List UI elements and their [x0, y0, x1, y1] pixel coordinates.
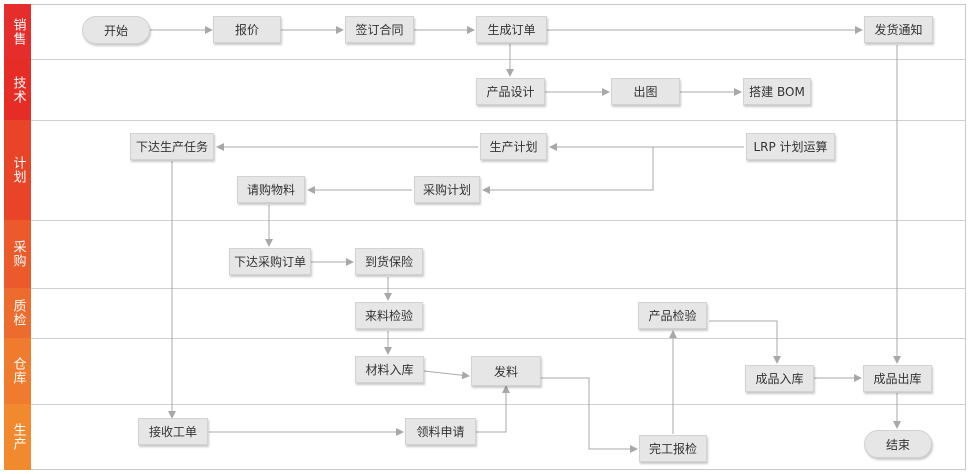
node-issue-task[interactable]: 下达生产任务 [130, 133, 214, 160]
node-arrival-report[interactable]: 到货保险 [355, 248, 423, 275]
lane-label-qc: 质检 [4, 288, 31, 338]
lane-separator [31, 404, 966, 405]
node-quote[interactable]: 报价 [213, 16, 281, 43]
node-prod-plan[interactable]: 生产计划 [480, 133, 547, 160]
node-product-design[interactable]: 产品设计 [476, 78, 545, 105]
lane-label-tech: 技术 [4, 59, 31, 120]
lane-separator [31, 288, 966, 289]
node-end[interactable]: 结束 [864, 430, 932, 458]
node-fg-out[interactable]: 成品出库 [863, 365, 932, 392]
edge-product-inspect-to-fg-in [709, 320, 781, 364]
edge-issue-to-complete [541, 377, 638, 453]
node-lrp[interactable]: LRP 计划运算 [746, 133, 835, 160]
node-drawing[interactable]: 出图 [611, 78, 680, 105]
node-issue-material[interactable]: 发料 [471, 356, 541, 386]
node-material-request[interactable]: 领料申请 [405, 418, 476, 445]
node-start[interactable]: 开始 [82, 16, 150, 44]
edge-lrp-to-purchase-plan [482, 147, 654, 194]
node-create-order[interactable]: 生成订单 [476, 16, 547, 43]
lane-label-warehouse: 仓库 [4, 338, 31, 404]
node-purchase-plan[interactable]: 采购计划 [414, 176, 480, 203]
node-fg-in[interactable]: 成品入库 [745, 365, 814, 392]
lane-label-planning: 计划 [4, 120, 31, 220]
node-complete-report[interactable]: 完工报检 [639, 435, 707, 462]
lane-separator [31, 338, 966, 339]
node-issue-po[interactable]: 下达采购订单 [229, 248, 311, 275]
lane-separator [31, 120, 966, 121]
lane-separator [31, 220, 966, 221]
lane-label-purchasing: 采购 [4, 220, 31, 288]
node-ship-notice[interactable]: 发货通知 [864, 16, 933, 43]
node-sign-contract[interactable]: 签订合同 [345, 16, 414, 43]
node-product-inspect[interactable]: 产品检验 [638, 302, 707, 329]
node-request-material[interactable]: 请购物料 [237, 176, 305, 203]
node-incoming-inspect[interactable]: 来料检验 [355, 302, 423, 329]
lane-separator [31, 59, 966, 60]
node-build-bom[interactable]: 搭建 BOM [743, 78, 811, 105]
edge-request-to-issue [476, 385, 510, 433]
edge-material-in-to-issue [423, 370, 470, 380]
node-receive-wo[interactable]: 接收工单 [138, 418, 208, 445]
node-material-in[interactable]: 材料入库 [355, 356, 424, 383]
lane-label-production: 生产 [4, 404, 31, 470]
lane-label-sales: 销售 [4, 4, 31, 59]
